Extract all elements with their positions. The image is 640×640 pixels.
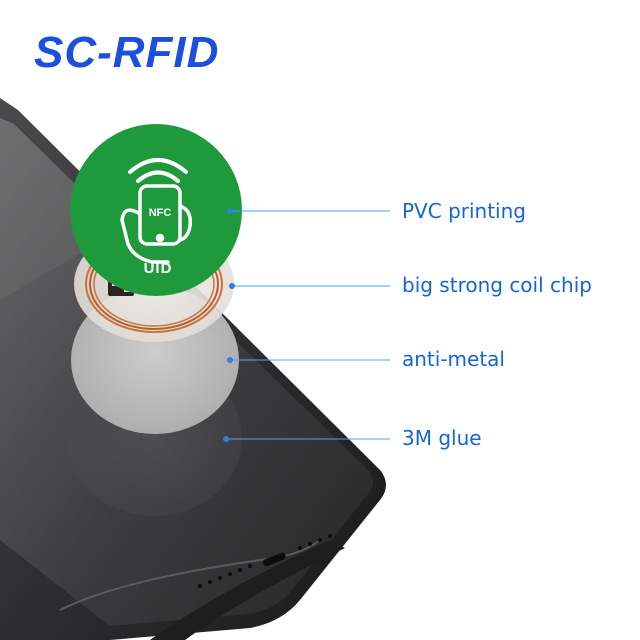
speaker-holes: [198, 534, 332, 588]
hand-phone-icon: [120, 184, 193, 264]
layer-label-glue: 3M glue: [402, 426, 482, 450]
charging-port: [262, 552, 286, 567]
layer-label-coil: big strong coil chip: [402, 273, 592, 297]
layer-label-anti-metal: anti-metal: [402, 347, 505, 371]
tag-caption: UID: [144, 260, 173, 277]
signal-icon: [128, 158, 188, 183]
layer-label-pvc: PVC printing: [402, 199, 526, 223]
leader-dots: [223, 208, 235, 442]
nfc-icon-text: NFC: [149, 207, 172, 219]
leader-lines: [226, 210, 390, 440]
brand-title: SC-RFID: [34, 28, 220, 77]
nfc-tag: NFC UID: [70, 124, 242, 296]
